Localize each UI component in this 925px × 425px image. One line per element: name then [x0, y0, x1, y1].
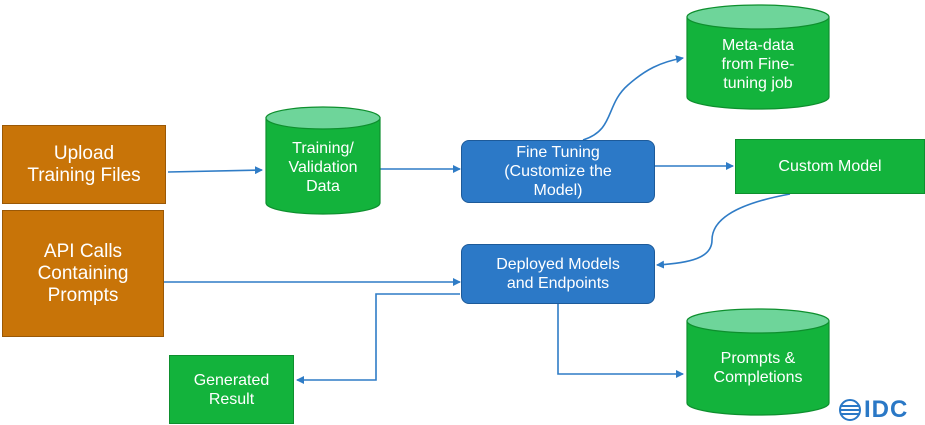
training-data-label: Training/ Validation Data — [288, 139, 358, 195]
fine-tuning-box: Fine Tuning (Customize the Model) — [461, 140, 655, 203]
api-calls-box: API Calls Containing Prompts — [2, 210, 164, 337]
deployed-models-box: Deployed Models and Endpoints — [461, 244, 655, 304]
idc-globe-icon — [839, 399, 861, 421]
prompts-completions-label: Prompts & Completions — [713, 350, 803, 386]
custom-model-box: Custom Model — [735, 139, 925, 194]
metadata-label: Meta-data from Fine- tuning job — [721, 36, 795, 92]
metadata-cylinder — [686, 4, 830, 110]
arrow-fine-tuning-to-metadata — [582, 55, 684, 141]
training-data-cylinder — [265, 106, 381, 215]
generated-result-box: Generated Result — [169, 355, 294, 424]
arrow-deployed-to-generated-result — [296, 293, 460, 384]
prompts-completions-cylinder — [686, 308, 830, 416]
arrow-upload-to-training-data — [167, 166, 263, 175]
upload-training-files-box: Upload Training Files — [2, 125, 166, 204]
arrow-deployed-to-prompts-completions — [557, 304, 684, 378]
idc-logo: IDC — [838, 396, 924, 423]
idc-logo-text: IDC — [864, 396, 909, 423]
arrow-custom-model-to-deployed — [656, 193, 791, 269]
